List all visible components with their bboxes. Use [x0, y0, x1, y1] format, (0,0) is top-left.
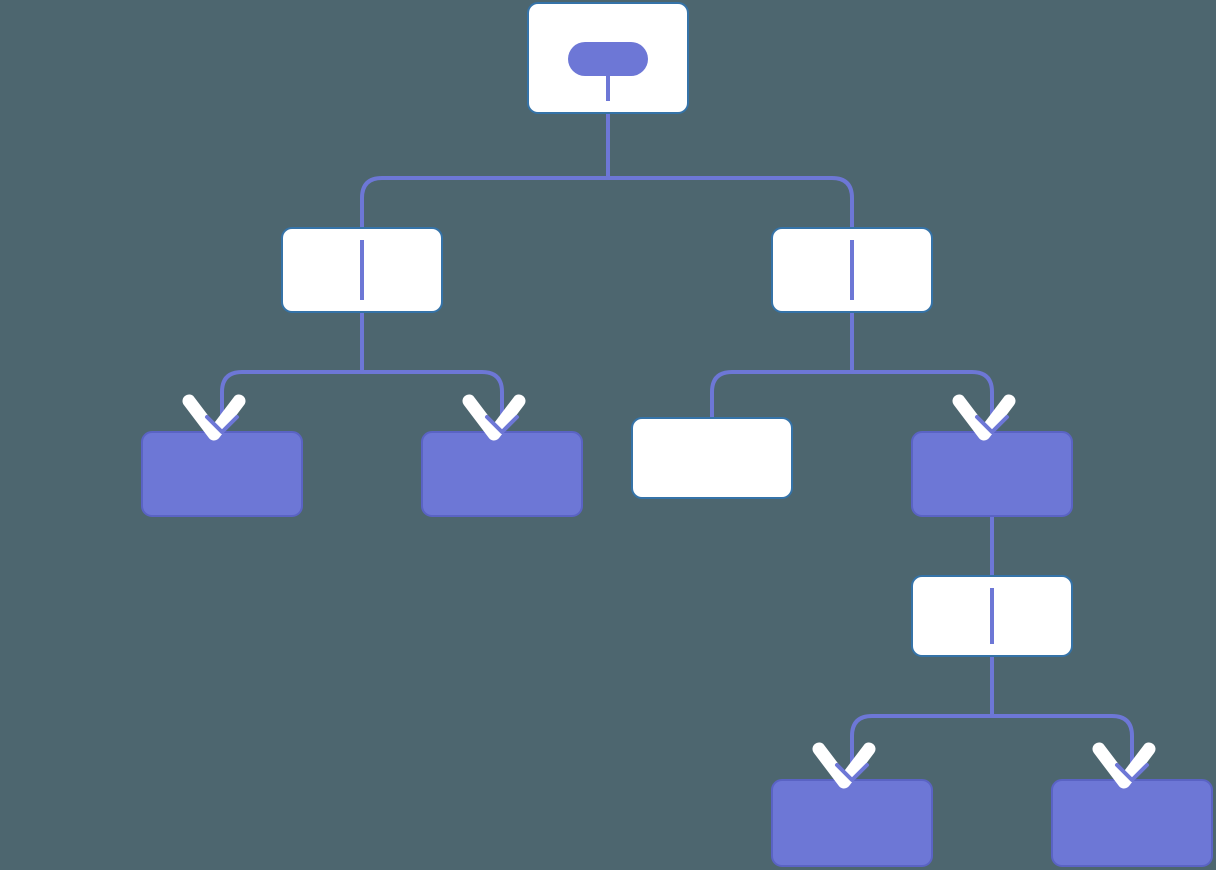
arrowhead-to-level2-b-icon: [485, 415, 519, 434]
level2-node-a[interactable]: [141, 431, 303, 517]
level2-node-d[interactable]: [911, 431, 1073, 517]
arrowhead-to-level4-right-icon: [1115, 763, 1149, 782]
node-layer: [141, 2, 1213, 867]
level2-node-b[interactable]: [421, 431, 583, 517]
arrowhead-layer: [182, 394, 1156, 789]
arrowhead-to-level2-b-white-chevron-icon: [462, 394, 526, 441]
arrowhead-to-level2-d-icon: [975, 415, 1009, 434]
arrowhead-to-level4-right-white-chevron-icon: [1092, 742, 1156, 789]
arrowhead-to-level2-a-white-chevron-icon: [182, 394, 246, 441]
inner-line-layer: [360, 76, 994, 644]
connector-layer: [220, 113, 1134, 780]
root-node-pill-badge: [568, 42, 648, 76]
connector-level3-to-level4-left-branch: [850, 656, 994, 780]
connector-level3-to-level4-right-branch: [990, 656, 1134, 780]
arrowhead-to-level2-d-white-chevron-icon: [952, 394, 1016, 441]
arrowhead-to-level4-left-white-chevron-icon: [812, 742, 876, 789]
connector-level1-left-to-level2-left-branch: [220, 312, 364, 432]
connector-level1-right-to-level2-left-branch: [710, 312, 854, 418]
level2-node-c[interactable]: [631, 417, 793, 499]
connector-root-to-level1-right-branch: [606, 113, 854, 228]
connector-level1-right-to-level2-right-branch: [850, 312, 994, 432]
arrowhead-to-level2-a-icon: [205, 415, 239, 434]
connector-level1-left-to-level2-right-branch: [360, 312, 504, 432]
connector-root-to-level1-left-branch: [360, 113, 610, 228]
level4-left-node[interactable]: [771, 779, 933, 867]
arrowhead-to-level4-left-icon: [835, 763, 869, 782]
level4-right-node[interactable]: [1051, 779, 1213, 867]
